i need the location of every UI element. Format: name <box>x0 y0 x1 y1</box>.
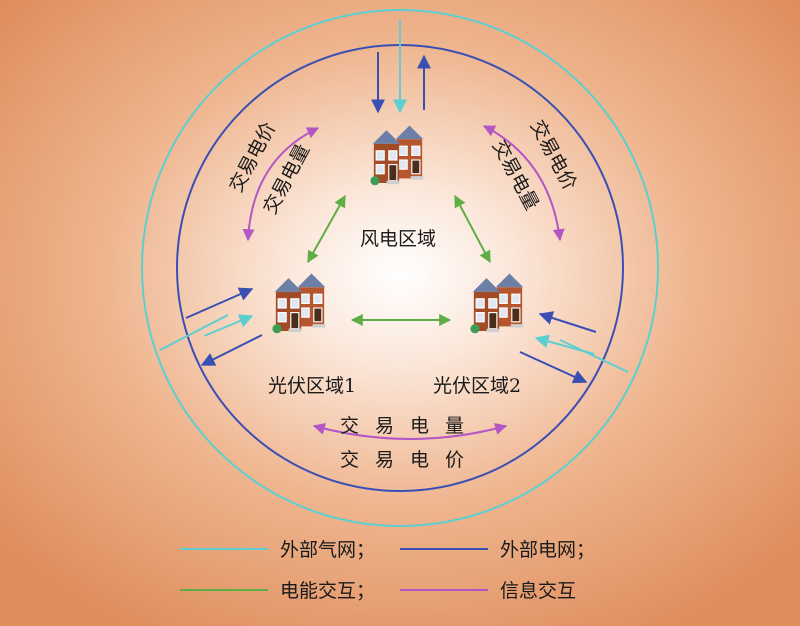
bottom-trade-quantity-label: 交易电量 <box>340 415 480 437</box>
legend-energy-label: 电能交互； <box>280 580 375 602</box>
legend: 外部气网； 外部电网； 电能交互； 信息交互 <box>180 539 595 602</box>
gas-in-pv1-arrow <box>203 314 254 337</box>
power-out-pv2-arrow <box>519 351 588 384</box>
power-in-pv2-arrow <box>538 311 597 333</box>
gas-link-right <box>559 339 629 373</box>
gas-network-ring <box>141 9 659 527</box>
pv2-region-label: 光伏区域2 <box>433 375 521 397</box>
gas-link-left <box>159 314 229 351</box>
pv1-region-label: 光伏区域1 <box>268 375 356 397</box>
bottom-trade-price-label: 交易电价 <box>340 449 480 471</box>
legend-power-label: 外部电网； <box>500 539 595 561</box>
energy-exchange-wind-pv2 <box>454 194 491 264</box>
legend-info-label: 信息交互 <box>500 580 576 602</box>
power-in-pv1-arrow <box>185 287 254 319</box>
info-exchange-bottom-arc <box>312 423 508 440</box>
legend-gas-label: 外部气网； <box>280 539 375 561</box>
energy-exchange-wind-pv1 <box>307 194 346 264</box>
info-exchange-right-arc <box>482 125 565 242</box>
wind-region-label: 风电区域 <box>360 228 436 250</box>
gas-in-pv2-arrow <box>534 334 595 355</box>
info-exchange-left-arc <box>242 127 320 242</box>
power-out-pv1-arrow <box>200 334 263 366</box>
